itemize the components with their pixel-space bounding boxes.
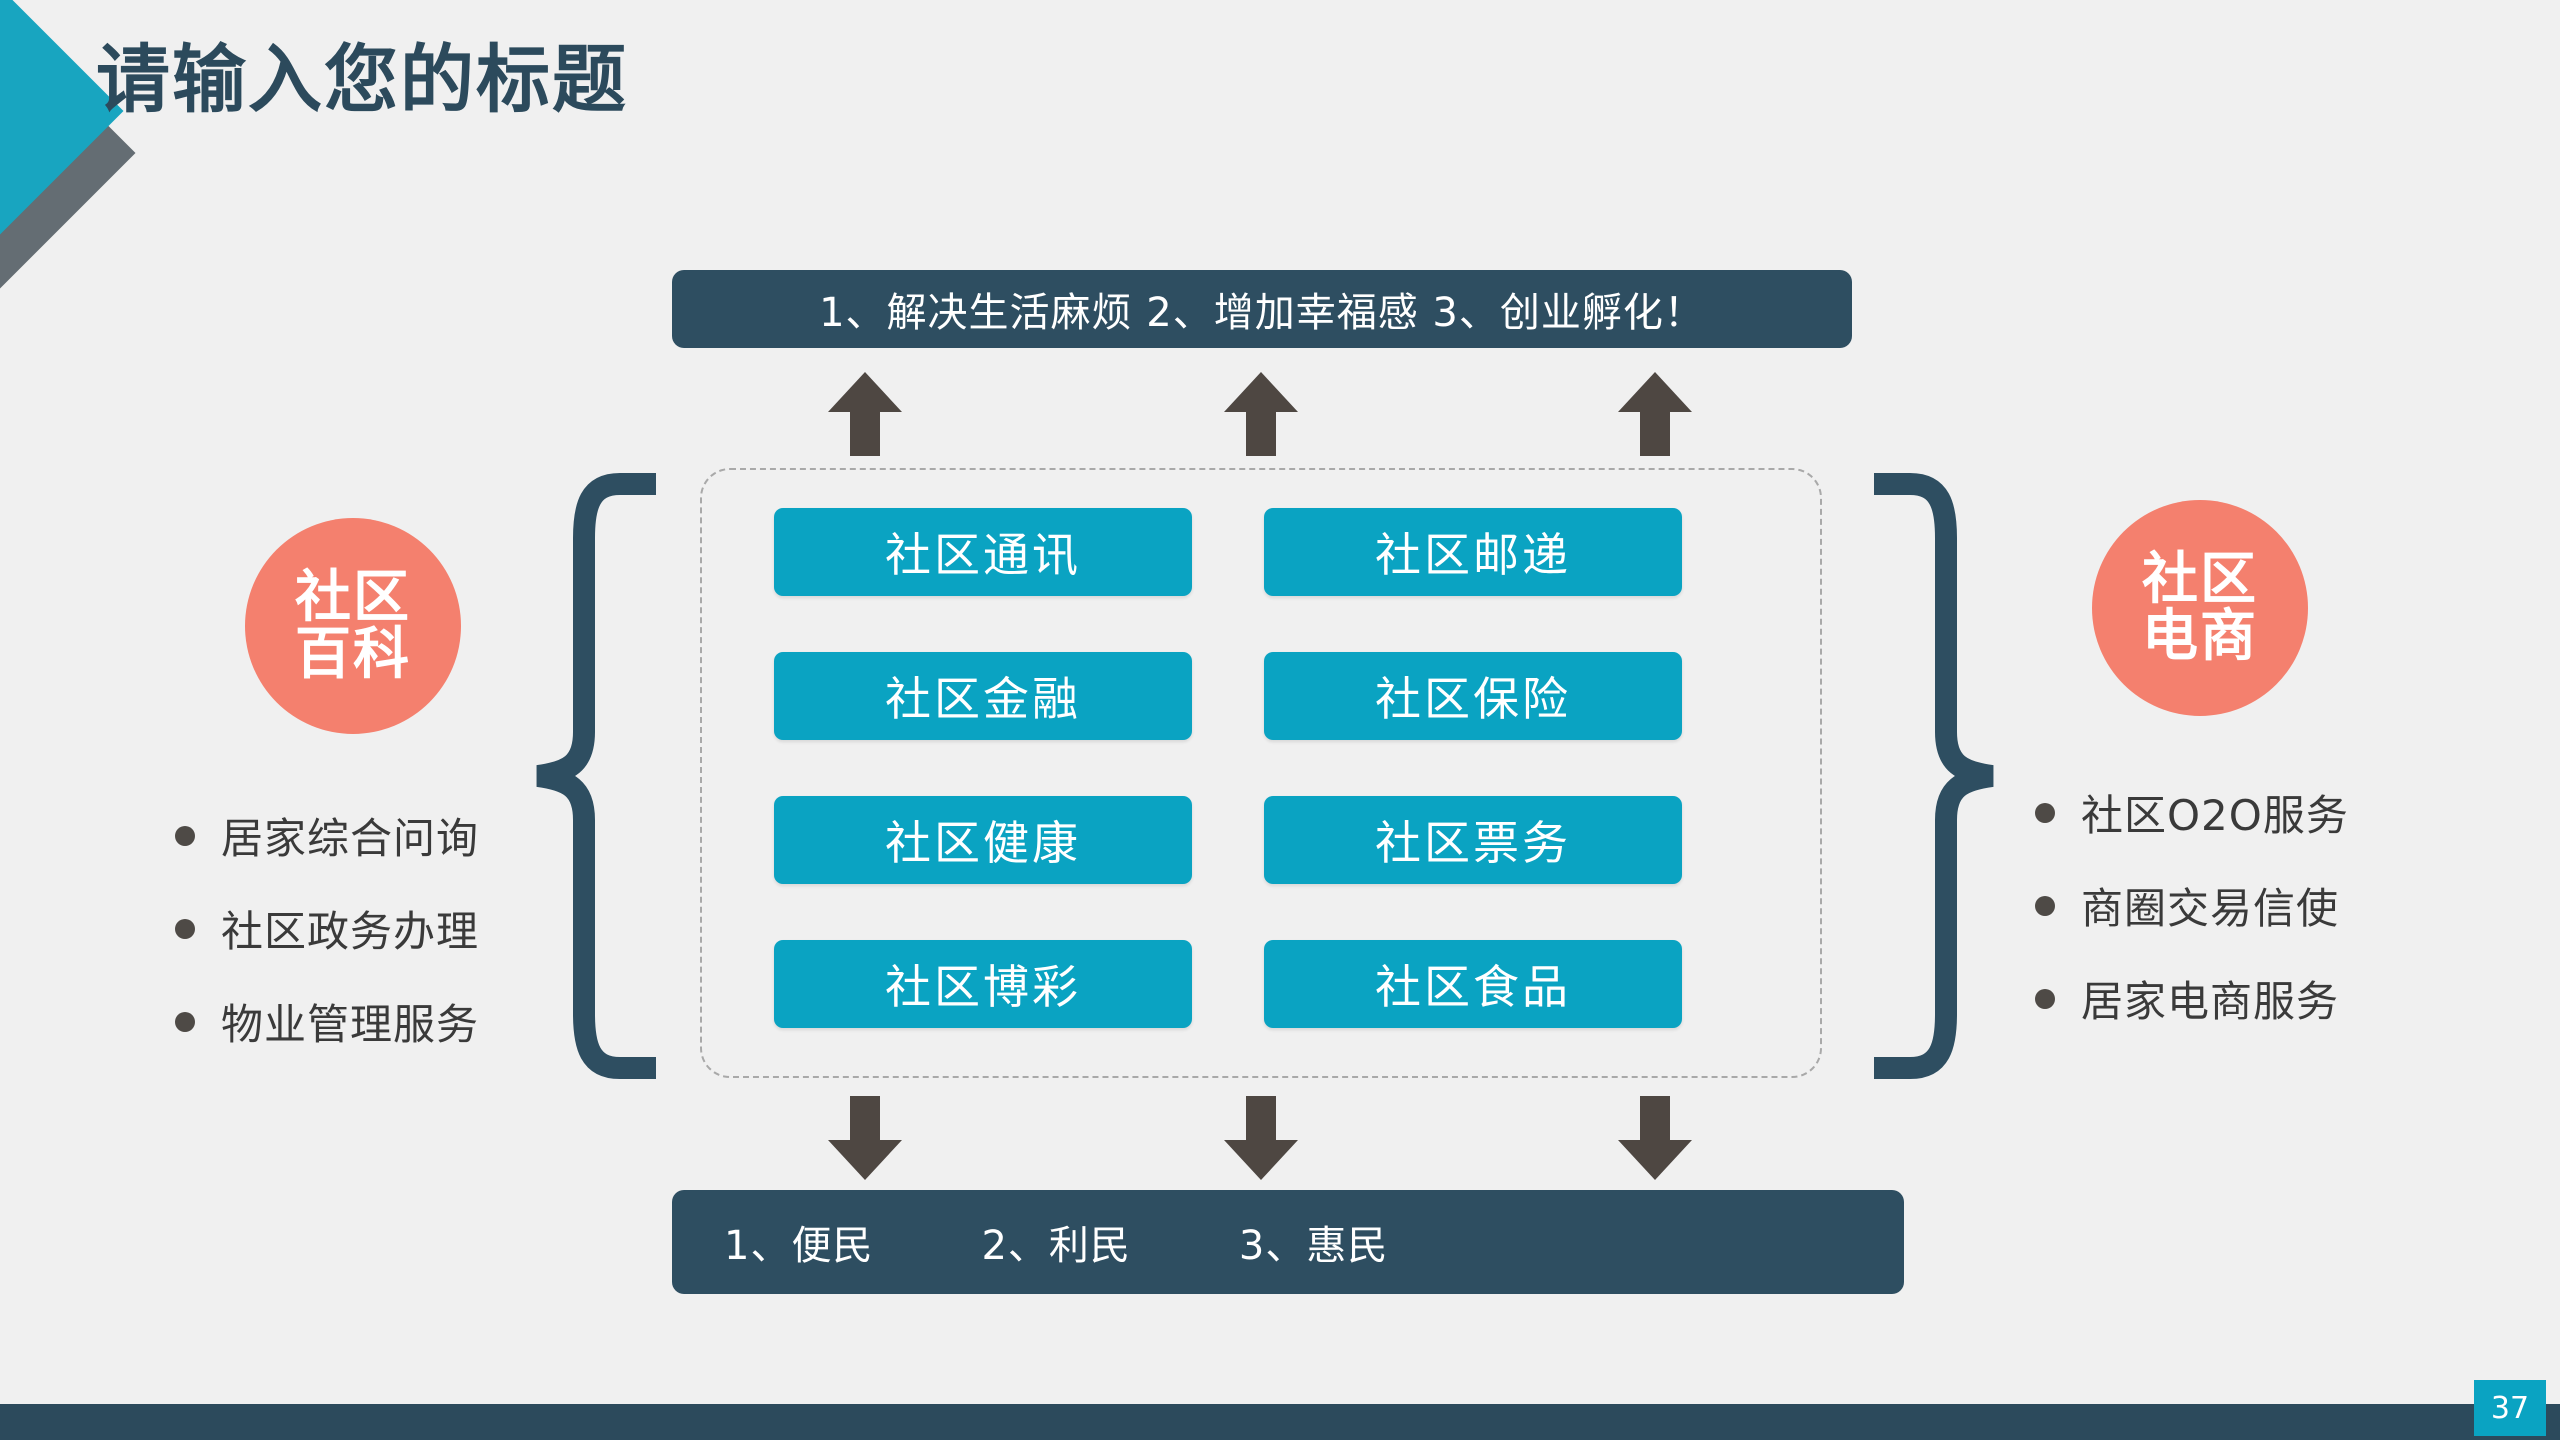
- list-item-label: 物业管理服务: [221, 1000, 480, 1049]
- service-box[interactable]: 社区通讯: [774, 508, 1192, 596]
- list-item-label: 商圈交易信使: [2081, 884, 2340, 933]
- bottom-banner-segment: 2、利民: [981, 1223, 1131, 1269]
- arrow-up-icon-3: [1618, 372, 1692, 456]
- list-item: 居家综合问询: [175, 805, 479, 866]
- list-item-label: 社区政务办理: [221, 907, 480, 956]
- service-box[interactable]: 社区食品: [1264, 940, 1682, 1028]
- top-goals-banner: 1、解决生活麻烦 2、增加幸福感 3、创业孵化！: [672, 270, 1852, 348]
- right-badge-line1: 社区: [2142, 546, 2258, 612]
- list-item: 社区O2O服务: [2035, 782, 2349, 843]
- service-box[interactable]: 社区保险: [1264, 652, 1682, 740]
- list-item: 社区政务办理: [175, 898, 479, 959]
- right-bullet-list: 社区O2O服务 商圈交易信使 居家电商服务: [2035, 782, 2349, 1061]
- arrow-down-icon-3: [1618, 1096, 1692, 1180]
- bullet-dot-icon: [175, 1011, 195, 1032]
- bullet-dot-icon: [2035, 988, 2055, 1009]
- left-badge-line1: 社区: [295, 564, 411, 630]
- list-item-label: 居家综合问询: [221, 814, 480, 863]
- arrow-down-icon-2: [1224, 1096, 1298, 1180]
- left-brace-icon: [528, 470, 668, 1082]
- arrow-down-icon-1: [828, 1096, 902, 1180]
- left-badge-line2: 百科: [295, 622, 411, 687]
- service-box[interactable]: 社区博彩: [774, 940, 1192, 1028]
- services-grid: 社区通讯 社区邮递 社区金融 社区保险 社区健康 社区票务 社区博彩 社区食品: [774, 508, 1682, 1028]
- service-box[interactable]: 社区邮递: [1264, 508, 1682, 596]
- list-item: 物业管理服务: [175, 991, 479, 1052]
- services-container: [700, 468, 1822, 1078]
- bullet-dot-icon: [175, 918, 195, 939]
- arrow-up-icon-1: [828, 372, 902, 456]
- list-item: 居家电商服务: [2035, 968, 2349, 1029]
- bottom-banner-segment: 1、便民: [724, 1223, 874, 1269]
- service-box[interactable]: 社区票务: [1264, 796, 1682, 884]
- page-number-badge: 37: [2474, 1380, 2546, 1436]
- page-title: 请输入您的标题: [96, 37, 628, 123]
- service-box[interactable]: 社区金融: [774, 652, 1192, 740]
- bullet-dot-icon: [175, 825, 195, 846]
- left-category-badge: 社区 百科: [245, 518, 461, 734]
- bottom-benefits-banner: 1、便民 2、利民 3、惠民: [672, 1190, 1904, 1294]
- right-category-badge: 社区 电商: [2092, 500, 2308, 716]
- arrow-up-icon-2: [1224, 372, 1298, 456]
- top-banner-text: 1、解决生活麻烦 2、增加幸福感 3、创业孵化！: [819, 290, 1705, 336]
- bullet-dot-icon: [2035, 895, 2055, 916]
- bottom-banner-segment: 3、惠民: [1238, 1223, 1389, 1269]
- right-brace-icon: [1862, 470, 2002, 1082]
- list-item: 商圈交易信使: [2035, 875, 2349, 936]
- footer-bar: [0, 1404, 2560, 1440]
- list-item-label: 居家电商服务: [2081, 977, 2340, 1026]
- bullet-dot-icon: [2035, 802, 2055, 823]
- service-box[interactable]: 社区健康: [774, 796, 1192, 884]
- left-bullet-list: 居家综合问询 社区政务办理 物业管理服务: [175, 805, 479, 1084]
- right-badge-line2: 电商: [2142, 604, 2258, 669]
- list-item-label: 社区O2O服务: [2081, 791, 2349, 840]
